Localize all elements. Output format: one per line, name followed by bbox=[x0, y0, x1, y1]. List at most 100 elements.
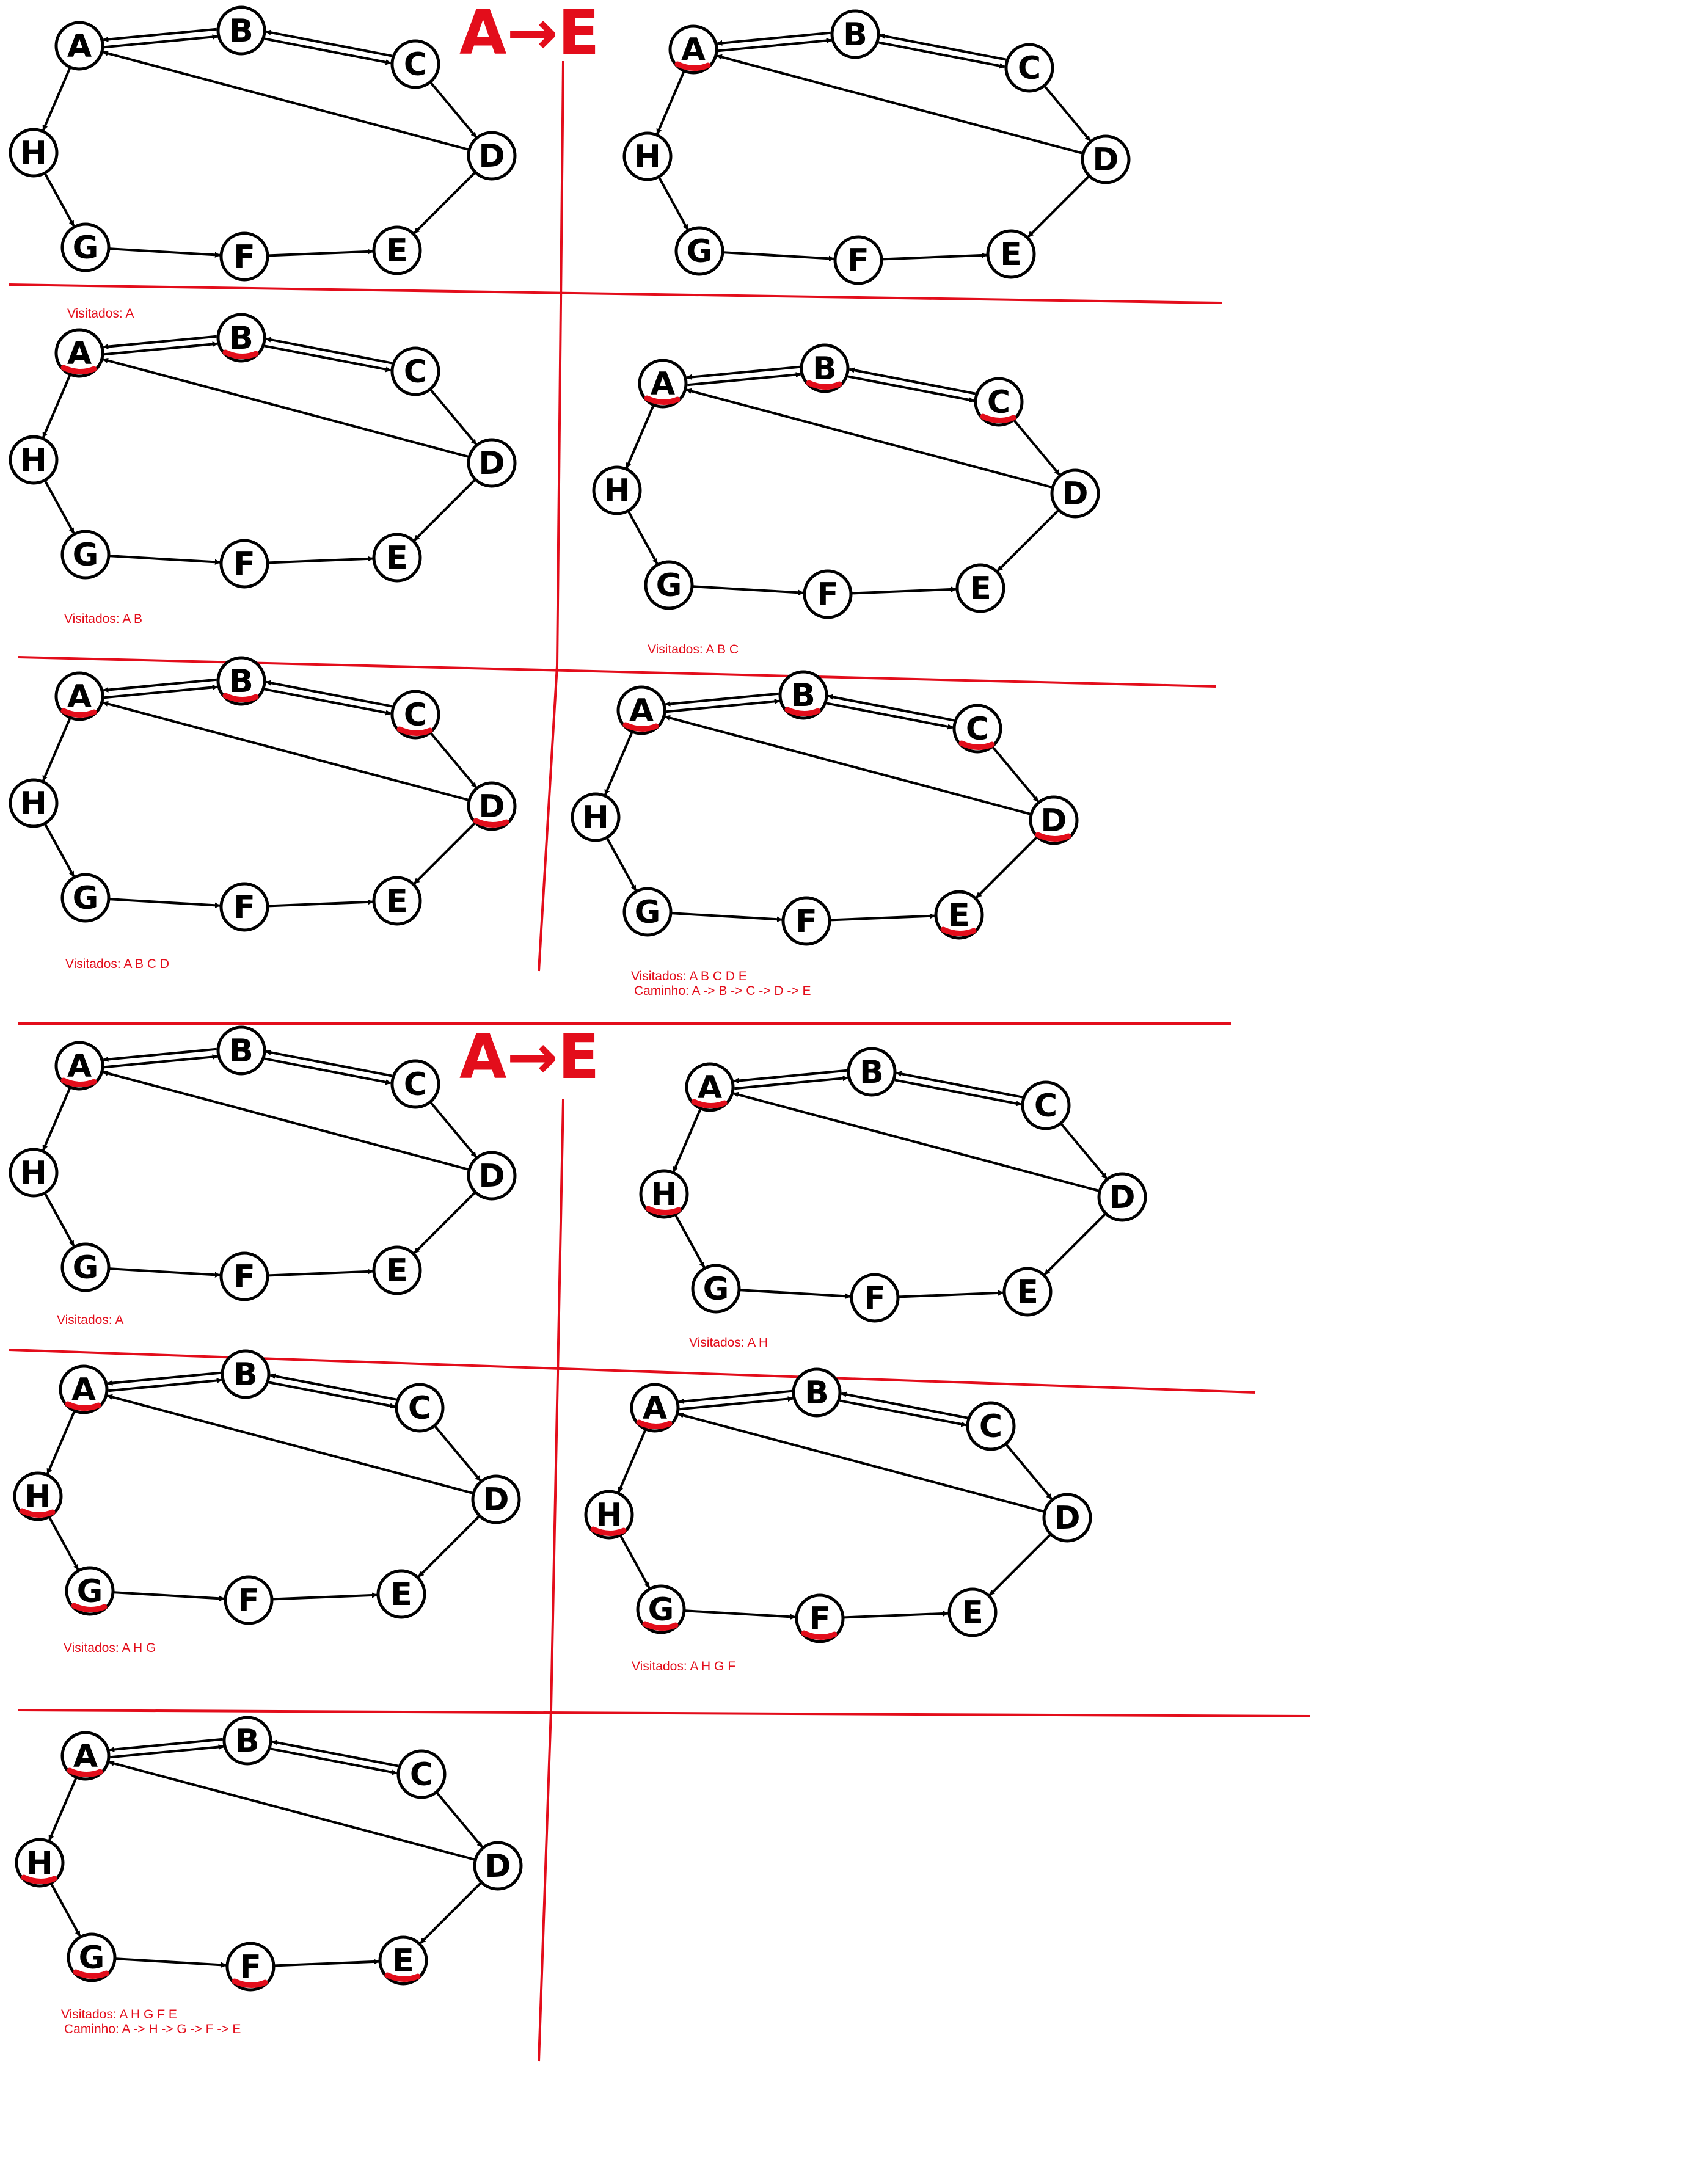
node-d: D bbox=[1042, 1493, 1092, 1543]
edge-h-g bbox=[50, 1884, 81, 1936]
node-circle bbox=[390, 1059, 440, 1109]
visited-mark bbox=[636, 1419, 673, 1429]
node-label: E bbox=[386, 883, 408, 920]
edge-b-c bbox=[268, 1381, 395, 1407]
edge-g-f bbox=[109, 1267, 220, 1275]
edge-c-d bbox=[1060, 1123, 1108, 1179]
node-f: F bbox=[795, 1593, 845, 1643]
edge-c-d bbox=[1005, 1444, 1053, 1500]
node-label: E bbox=[386, 540, 408, 577]
edge-d-e bbox=[413, 172, 476, 235]
edge-f-e bbox=[268, 902, 373, 908]
node-circle bbox=[778, 670, 828, 720]
node-d: D bbox=[467, 131, 517, 181]
edge-c-b bbox=[849, 369, 976, 395]
edge-g-f bbox=[671, 912, 782, 919]
node-circle bbox=[1004, 43, 1054, 93]
edge-a-b bbox=[104, 344, 217, 356]
node-a: A bbox=[668, 24, 718, 75]
node-e: E bbox=[372, 876, 422, 926]
edge-a-b bbox=[687, 374, 800, 387]
edge-g-f bbox=[723, 251, 834, 258]
edge-c-d bbox=[430, 82, 477, 138]
node-circle bbox=[952, 704, 1002, 754]
edge-c-d bbox=[1013, 420, 1060, 476]
node-label: C bbox=[404, 46, 427, 83]
edge-c-d bbox=[430, 732, 477, 788]
visited-mark bbox=[384, 1972, 421, 1982]
node-circle bbox=[54, 1041, 104, 1091]
edge-h-g bbox=[44, 1193, 75, 1246]
node-circle bbox=[225, 1942, 276, 1992]
node-c: C bbox=[395, 1383, 445, 1433]
node-circle bbox=[219, 882, 269, 932]
edge-d-e bbox=[996, 509, 1059, 572]
node-circle bbox=[60, 873, 111, 923]
node-d: D bbox=[467, 781, 517, 831]
edge-c-d bbox=[436, 1792, 483, 1848]
edge-c-d bbox=[430, 1102, 477, 1158]
node-label: E bbox=[948, 897, 970, 934]
node-label: D bbox=[484, 1848, 511, 1885]
node-label: A bbox=[71, 1372, 96, 1408]
edge-c-b bbox=[266, 1052, 393, 1077]
node-b: B bbox=[778, 670, 828, 720]
node-g: G bbox=[60, 1242, 111, 1292]
node-circle bbox=[636, 1584, 686, 1634]
node-g: G bbox=[622, 887, 673, 937]
visited-mark bbox=[940, 926, 977, 936]
node-circle bbox=[467, 438, 517, 488]
node-h: H bbox=[584, 1490, 634, 1540]
visited-mark bbox=[232, 1978, 268, 1988]
node-circle bbox=[60, 1242, 111, 1292]
node-circle bbox=[15, 1838, 65, 1888]
edge-d-e bbox=[413, 1192, 476, 1254]
node-circle bbox=[966, 1401, 1016, 1451]
visited-mark bbox=[674, 61, 711, 71]
edge-g-f bbox=[115, 1957, 226, 1965]
node-label: B bbox=[229, 1033, 254, 1069]
node-c: C bbox=[390, 39, 440, 89]
edge-a-h bbox=[49, 1777, 78, 1840]
node-a: A bbox=[638, 359, 688, 409]
node-b: B bbox=[792, 1367, 842, 1418]
node-label: D bbox=[483, 1482, 509, 1518]
node-label: B bbox=[229, 663, 254, 700]
edge-b-a bbox=[665, 692, 779, 704]
node-label: G bbox=[635, 894, 661, 931]
edge-c-b bbox=[880, 35, 1007, 61]
visited-mark bbox=[980, 413, 1016, 423]
node-circle bbox=[9, 435, 59, 485]
node-g: G bbox=[60, 530, 111, 580]
node-circle bbox=[803, 569, 853, 619]
edge-b-a bbox=[103, 27, 217, 40]
node-circle bbox=[592, 465, 642, 515]
node-circle bbox=[471, 1474, 521, 1524]
edge-d-a bbox=[717, 56, 1082, 155]
edge-a-b bbox=[734, 1078, 847, 1090]
edge-f-e bbox=[882, 255, 987, 261]
edge-d-a bbox=[665, 716, 1031, 815]
node-label: D bbox=[1054, 1500, 1080, 1537]
node-circle bbox=[372, 225, 422, 275]
visited-mark bbox=[1035, 832, 1071, 842]
node-b: B bbox=[216, 1025, 266, 1076]
node-label: H bbox=[20, 442, 47, 479]
visited-caption: Visitados: A H G bbox=[64, 1641, 156, 1655]
edge-g-f bbox=[693, 585, 803, 592]
node-label: E bbox=[392, 1943, 414, 1979]
node-e: E bbox=[955, 563, 1005, 613]
node-e: E bbox=[378, 1935, 428, 1986]
node-circle bbox=[571, 792, 621, 842]
edge-d-a bbox=[734, 1093, 1099, 1192]
node-d: D bbox=[473, 1841, 523, 1891]
visited-caption: Visitados: A H bbox=[689, 1336, 768, 1350]
node-circle bbox=[616, 685, 666, 735]
node-label: G bbox=[687, 233, 713, 270]
node-b: B bbox=[216, 656, 266, 706]
node-circle bbox=[60, 530, 111, 580]
node-h: H bbox=[639, 1169, 689, 1219]
